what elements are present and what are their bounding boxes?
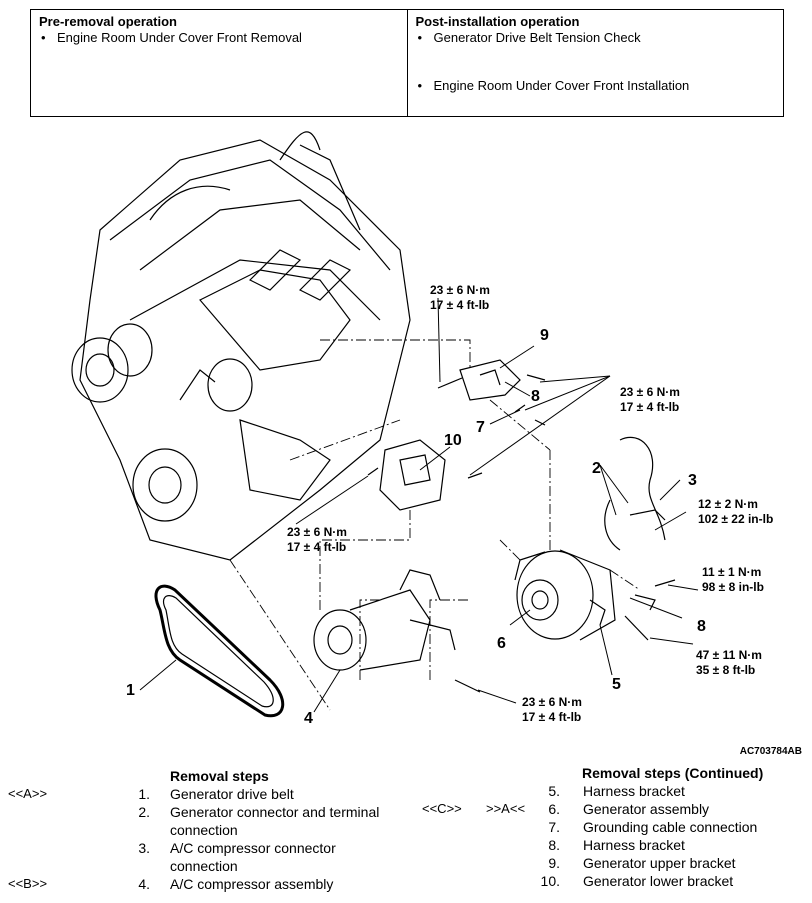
- torque-label: 47 ± 11 N·m 35 ± 8 ft-lb: [696, 648, 762, 678]
- list-item: 2. Generator connector and terminal: [0, 803, 410, 821]
- torque-imperial: 17 ± 4 ft-lb: [620, 400, 680, 414]
- list-item: 3. A/C compressor connector: [0, 839, 410, 857]
- step-text: Harness bracket: [583, 783, 685, 799]
- list-item: connection: [0, 821, 410, 839]
- removal-steps-continued-title: Removal steps (Continued): [582, 765, 764, 781]
- step-number: 2.: [138, 804, 150, 820]
- step-number: 1.: [138, 786, 150, 802]
- note-tag: >>A<<: [486, 801, 526, 816]
- callout-8: 8: [531, 388, 540, 405]
- list-item: 9. Generator upper bracket: [420, 854, 812, 872]
- torque-metric: 23 ± 6 N·m: [430, 283, 490, 297]
- removal-steps-continued: Removal steps (Continued) 5. Harness bra…: [420, 764, 812, 890]
- step-text: Generator connector and terminal: [170, 804, 380, 820]
- torque-imperial: 17 ± 4 ft-lb: [430, 298, 490, 312]
- list-item: 7. Grounding cable connection: [420, 818, 812, 836]
- post-installation-item: Engine Room Under Cover Front Installati…: [416, 78, 776, 94]
- torque-imperial: 17 ± 4 ft-lb: [287, 540, 347, 554]
- figure-id: AC703784AB: [739, 746, 802, 757]
- list-item: 10. Generator lower bracket: [420, 872, 812, 890]
- step-text: Harness bracket: [583, 837, 685, 853]
- callout-3: 3: [688, 472, 697, 489]
- torque-label: 23 ± 6 N·m 17 ± 4 ft-lb: [620, 385, 680, 415]
- note-tag: <<C>>: [422, 801, 462, 816]
- step-text: Generator lower bracket: [583, 873, 734, 889]
- pre-removal-title: Pre-removal operation: [39, 14, 177, 29]
- step-text: connection: [170, 858, 238, 874]
- removal-steps: Removal steps <<A>> 1. Generator drive b…: [0, 767, 410, 893]
- torque-metric: 23 ± 6 N·m: [522, 695, 582, 709]
- callout-8: 8: [697, 618, 706, 635]
- post-installation-item: Generator Drive Belt Tension Check: [416, 30, 776, 46]
- list-item: <<B>> 4. A/C compressor assembly: [0, 875, 410, 893]
- torque-imperial: 102 ± 22 in-lb: [698, 512, 774, 526]
- list-item: connection: [0, 857, 410, 875]
- torque-label: 23 ± 6 N·m 17 ± 4 ft-lb: [287, 525, 347, 555]
- step-text: Generator assembly: [583, 801, 710, 817]
- callout-4: 4: [304, 710, 313, 727]
- step-number: 5.: [548, 783, 560, 799]
- torque-label: 11 ± 1 N·m 98 ± 8 in-lb: [702, 565, 764, 595]
- step-text: A/C compressor connector: [170, 840, 336, 856]
- step-text: Generator drive belt: [170, 786, 294, 802]
- step-text: Generator upper bracket: [583, 855, 736, 871]
- torque-label: 12 ± 2 N·m 102 ± 22 in-lb: [698, 497, 773, 527]
- pre-removal-column: Pre-removal operation Engine Room Under …: [31, 10, 407, 116]
- torque-imperial: 35 ± 8 ft-lb: [696, 663, 756, 677]
- step-number: 7.: [548, 819, 560, 835]
- torque-metric: 23 ± 6 N·m: [620, 385, 680, 399]
- torque-label: 23 ± 6 N·m 17 ± 4 ft-lb: [522, 695, 582, 725]
- pre-removal-item: Engine Room Under Cover Front Removal: [39, 30, 399, 46]
- torque-imperial: 17 ± 4 ft-lb: [522, 710, 582, 724]
- step-number: 4.: [138, 876, 150, 892]
- callout-9: 9: [540, 327, 549, 344]
- callout-5: 5: [612, 676, 621, 693]
- torque-imperial: 98 ± 8 in-lb: [702, 580, 764, 594]
- operations-table: Pre-removal operation Engine Room Under …: [30, 9, 784, 117]
- callout-2: 2: [592, 460, 601, 477]
- torque-metric: 11 ± 1 N·m: [702, 565, 762, 579]
- callout-1: 1: [126, 682, 135, 699]
- torque-metric: 47 ± 11 N·m: [696, 648, 762, 662]
- post-installation-column: Post-installation operation Generator Dr…: [406, 10, 784, 116]
- note-tag: <<B>>: [8, 876, 48, 891]
- step-number: 6.: [548, 801, 560, 817]
- exploded-diagram: 23 ± 6 N·m 17 ± 4 ft-lb 23 ± 6 N·m 17 ± …: [0, 120, 812, 760]
- step-text: connection: [170, 822, 238, 838]
- torque-metric: 12 ± 2 N·m: [698, 497, 758, 511]
- post-installation-title: Post-installation operation: [415, 14, 580, 29]
- removal-steps-title: Removal steps: [170, 768, 269, 784]
- step-text: A/C compressor assembly: [170, 876, 334, 892]
- torque-label: 23 ± 6 N·m 17 ± 4 ft-lb: [430, 283, 490, 313]
- note-tag: <<A>>: [8, 786, 48, 801]
- step-number: 10.: [540, 873, 560, 889]
- step-number: 3.: [138, 840, 150, 856]
- engine-illustration: [71, 131, 699, 718]
- step-text: Grounding cable connection: [583, 819, 758, 835]
- callout-7: 7: [476, 419, 485, 436]
- step-number: 8.: [548, 837, 560, 853]
- list-item: <<A>> 1. Generator drive belt: [0, 785, 410, 803]
- list-item: <<C>> >>A<< 6. Generator assembly: [420, 800, 812, 818]
- callout-6: 6: [497, 635, 506, 652]
- callout-10: 10: [444, 432, 462, 449]
- torque-metric: 23 ± 6 N·m: [287, 525, 347, 539]
- list-item: 5. Harness bracket: [420, 782, 812, 800]
- list-item: 8. Harness bracket: [420, 836, 812, 854]
- step-number: 9.: [548, 855, 560, 871]
